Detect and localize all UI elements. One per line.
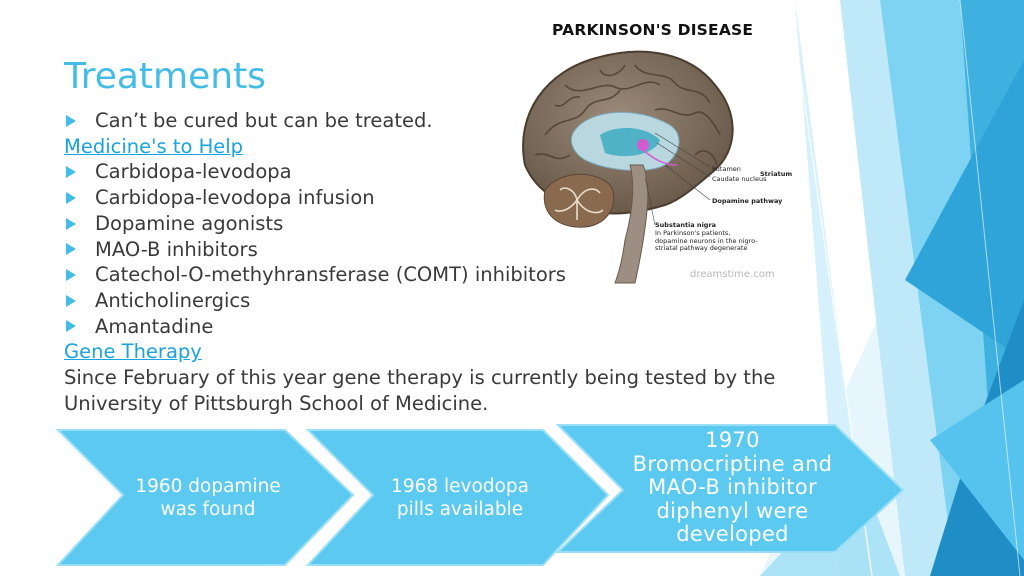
medicine-text: Anticholinergics [95, 288, 251, 312]
slide-title: Treatments [64, 56, 266, 97]
gene-therapy-link[interactable]: Gene Therapy [64, 340, 202, 364]
medicine-item: Carbidopa-levodopa [64, 159, 784, 185]
brain-illustration [522, 50, 734, 284]
label-substantia-nigra: Substantia nigra [655, 221, 717, 229]
bullet-arrow-icon [66, 217, 76, 230]
timeline-item-1970: 1970 Bromocriptine and MAO-B inhibitor d… [632, 428, 833, 547]
bullet-arrow-icon [66, 269, 76, 282]
medicines-heading: Medicine's to Help [64, 134, 784, 160]
medicine-text: Amantadine [95, 314, 214, 338]
label-dopamine-pathway: Dopamine pathway [712, 197, 783, 205]
bullet-item: Can’t be cured but can be treated. [64, 108, 784, 134]
bullet-text: Can’t be cured but can be treated. [95, 109, 433, 132]
medicine-text: Carbidopa-levodopa infusion [95, 186, 375, 210]
gene-therapy-text: Since February of this year gene therapy… [64, 366, 776, 415]
bullet-arrow-icon [66, 243, 76, 256]
figure-title: PARKINSON'S DISEASE [552, 21, 754, 39]
medicine-item: Dopamine agonists [64, 211, 784, 237]
label-caudate: Caudate nucleus [712, 175, 767, 183]
medicine-item: Anticholinergics [64, 288, 784, 314]
label-putamen: Putamen [712, 165, 741, 173]
bullet-arrow-icon [66, 166, 76, 179]
medicine-text: MAO-B inhibitors [95, 237, 258, 261]
medicine-item: Carbidopa-levodopa infusion [64, 185, 784, 211]
medicines-link[interactable]: Medicine's to Help [64, 134, 244, 158]
watermark: dreamstime.com [690, 269, 775, 280]
label-substantia-desc: In Parkinson's patients, dopamine neuron… [655, 229, 758, 252]
chevron-3 [555, 424, 905, 553]
medicine-text: Dopamine agonists [95, 211, 284, 235]
timeline-item-1968: 1968 levodopa pills available [391, 476, 529, 520]
medicine-text: Catechol-O-methyhransferase (COMT) inhib… [95, 263, 566, 287]
bullet-arrow-icon [66, 114, 76, 127]
medicine-text: Carbidopa-levodopa [95, 160, 292, 184]
medicine-item: Amantadine [64, 314, 784, 340]
chevron-2 [305, 429, 610, 566]
bullet-arrow-icon [66, 191, 76, 204]
chevron-1 [55, 429, 355, 566]
slide-body: Can’t be cured but can be treated. Medic… [64, 108, 784, 416]
label-striatum: Striatum [760, 170, 793, 178]
bullet-arrow-icon [66, 320, 76, 333]
gene-heading: Gene Therapy [64, 339, 784, 365]
medicine-item: MAO-B inhibitors [64, 237, 784, 263]
bullet-arrow-icon [66, 294, 76, 307]
timeline-item-1960: 1960 dopamine was found [135, 476, 281, 520]
medicine-item: Catechol-O-methyhransferase (COMT) inhib… [64, 262, 784, 288]
